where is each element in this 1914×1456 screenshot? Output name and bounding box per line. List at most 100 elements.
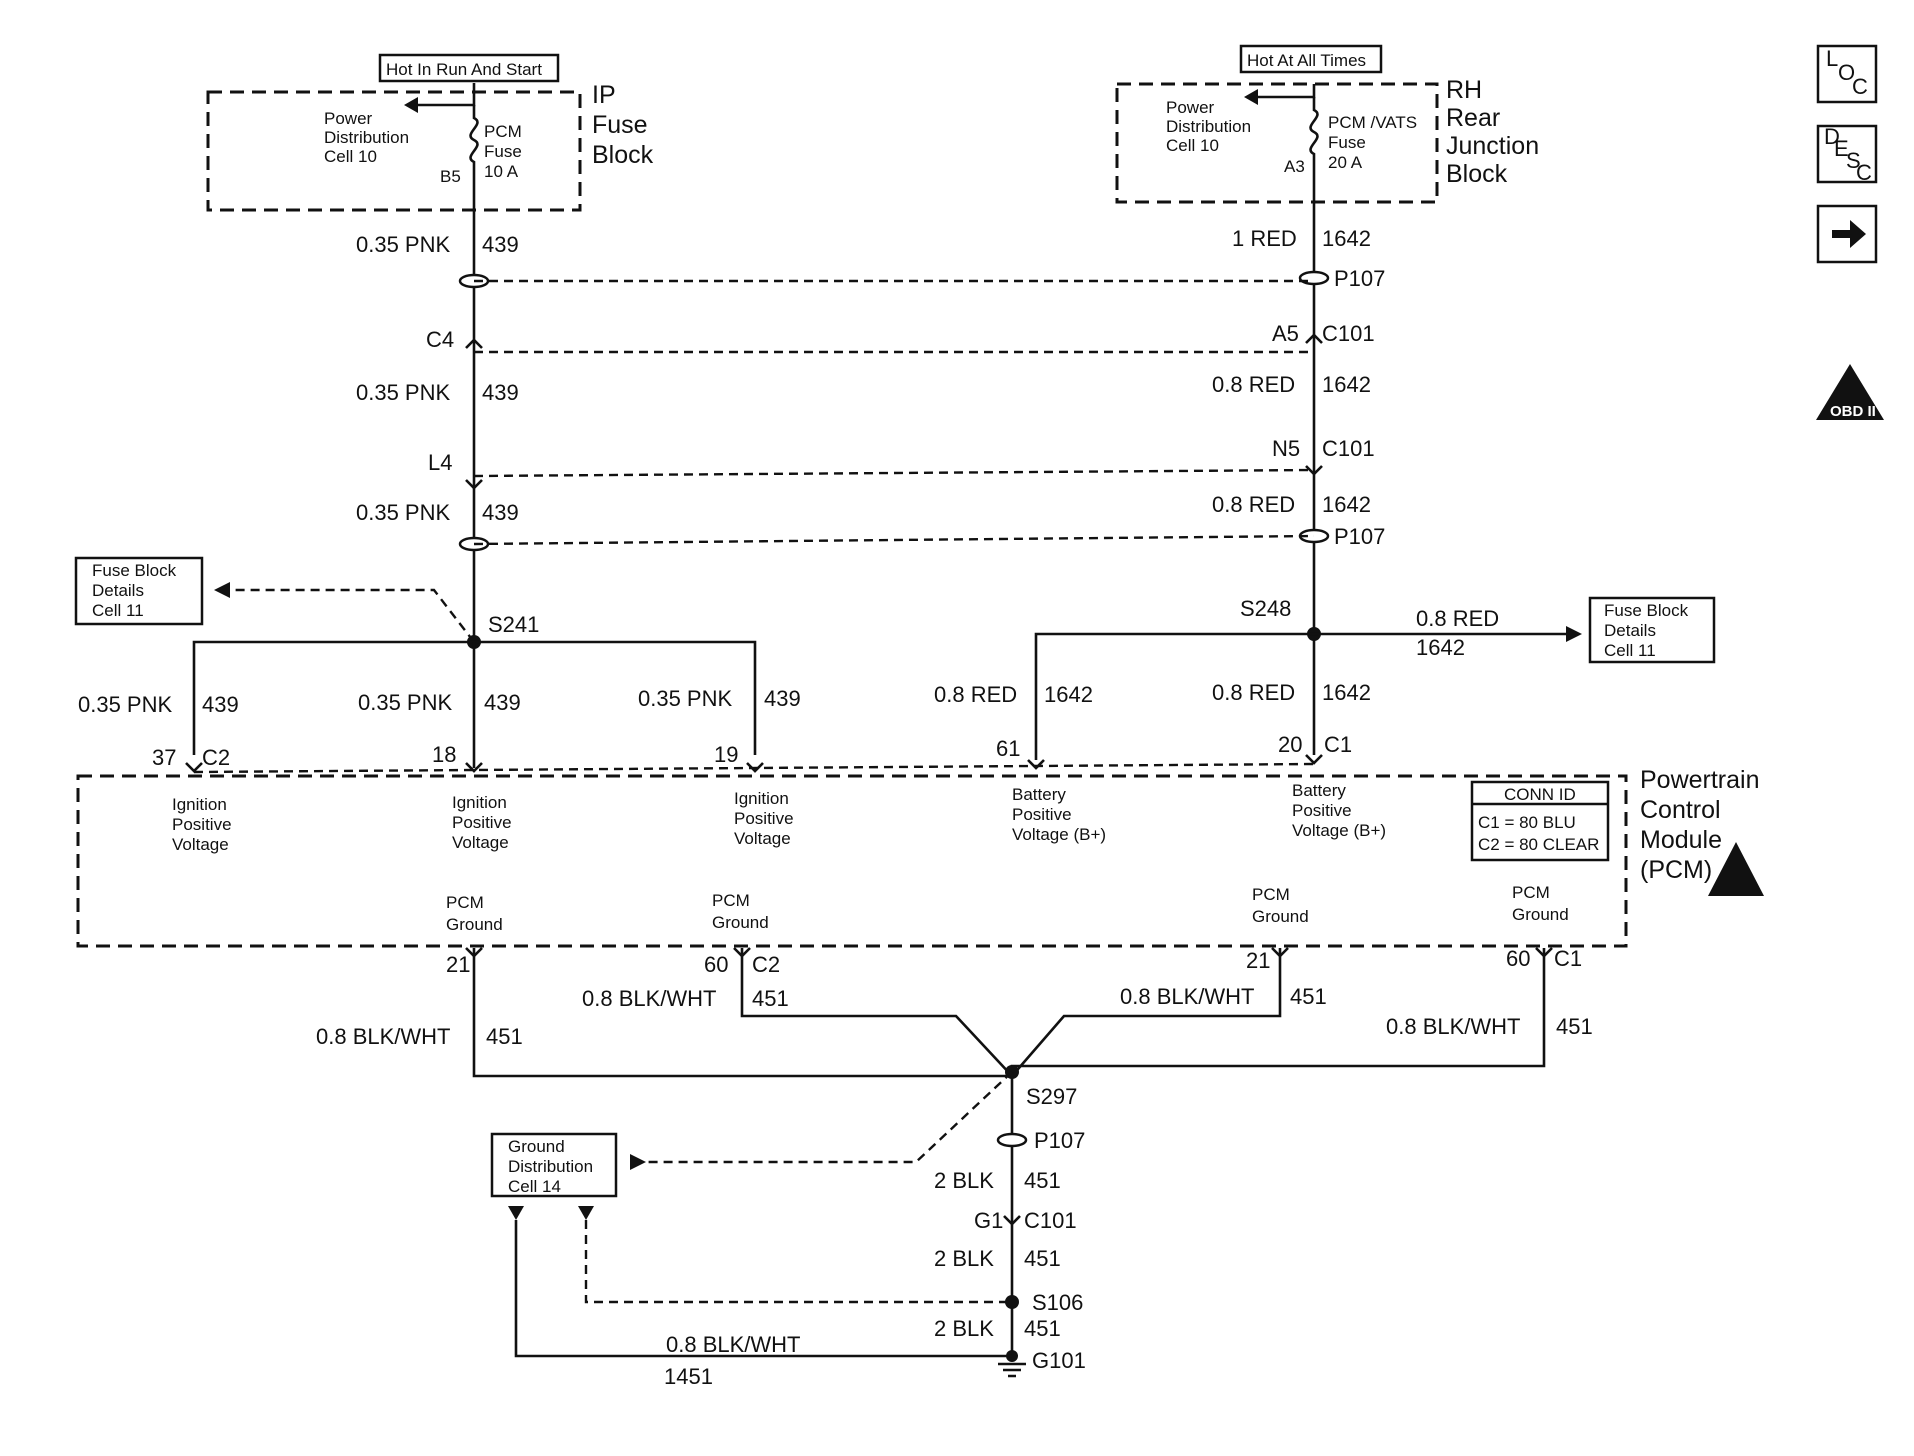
pin60-c1-symbol xyxy=(1535,947,1553,958)
gnd-seg1-size: 2 BLK xyxy=(934,1168,994,1193)
power-dist-left-3: Cell 10 xyxy=(324,147,377,166)
pcm-func-4-c: Voltage (B+) xyxy=(1012,825,1106,844)
wire-label-439-b-size: 0.35 PNK xyxy=(356,380,450,405)
ground-dist-down-arrow-2 xyxy=(578,1206,594,1220)
desc-letter-d: D xyxy=(1824,124,1840,149)
fuse-block-details-left-box[interactable] xyxy=(74,556,204,626)
fuse-details-left-3: Cell 11 xyxy=(92,601,144,620)
pin60-c2-symbol xyxy=(733,947,751,958)
pcm-func-5-a: Battery xyxy=(1292,781,1346,800)
arrow-right-icon xyxy=(1832,220,1866,248)
pcm-title-3: Module xyxy=(1640,826,1722,854)
right-ref-wire-size: 0.8 RED xyxy=(1416,606,1499,631)
esd-sensitive-icon xyxy=(1708,842,1764,896)
ip-fuse-block-outline xyxy=(206,90,582,212)
desc-letter-e: E xyxy=(1834,136,1849,161)
rh-block-title-1: RH xyxy=(1446,76,1482,104)
pcm-func-3-a: Ignition xyxy=(734,789,789,808)
pcm-vats-fuse-symbol xyxy=(1309,97,1319,165)
power-dist-right-1: Power xyxy=(1166,98,1215,117)
conn-c101-top-symbol xyxy=(1305,333,1323,344)
pcm-func-2-b: Positive xyxy=(452,813,512,832)
p107-right-top xyxy=(1298,270,1330,286)
fuse-details-right-2: Details xyxy=(1604,621,1656,640)
p107-ground-label: P107 xyxy=(1034,1128,1085,1153)
pcm-ground-4-b: Ground xyxy=(1512,905,1569,924)
fuse-details-right-arrow xyxy=(1566,626,1582,642)
obd-ii-icon xyxy=(1816,364,1884,420)
wire-label-1642-b-ckt: 1642 xyxy=(1322,372,1371,397)
gnd60-c1-ckt: 451 xyxy=(1556,1014,1593,1039)
branch19-size: 0.35 PNK xyxy=(638,686,732,711)
pcm-func-1-c: Voltage xyxy=(172,835,229,854)
ground-dist-arrow xyxy=(630,1154,646,1170)
branch61-ckt: 1642 xyxy=(1044,682,1093,707)
wire-label-439-c-size: 0.35 PNK xyxy=(356,500,450,525)
conn-c101-bottom: C101 xyxy=(1322,436,1375,461)
branch19-ckt: 439 xyxy=(764,686,801,711)
fuse-details-right-1: Fuse Block xyxy=(1604,601,1689,620)
pin-20: 20 xyxy=(1278,732,1302,757)
fuse-block-details-right-box[interactable] xyxy=(1588,596,1716,664)
pin18-symbol xyxy=(465,762,483,773)
branch37-size: 0.35 PNK xyxy=(78,692,172,717)
right-ref-wire-ckt: 1642 xyxy=(1416,635,1465,660)
conn-l4: L4 xyxy=(428,450,452,475)
pin-n5: N5 xyxy=(1272,436,1300,461)
branch61-size: 0.8 RED xyxy=(934,682,1017,707)
hot-in-run-label-box xyxy=(378,53,560,83)
ground-distribution-box[interactable] xyxy=(490,1132,618,1198)
pcm-vats-fuse-label-3: 20 A xyxy=(1328,153,1363,172)
s106-dash xyxy=(584,1220,1012,1304)
pcm-fuse-label-1: PCM xyxy=(484,122,522,141)
pcm-fuse-symbol xyxy=(469,105,479,175)
pin-b5: B5 xyxy=(440,167,461,186)
gnd60-c2-ckt: 451 xyxy=(752,986,789,1011)
fuse-details-left-1: Fuse Block xyxy=(92,561,177,580)
pcm-fuse-label-2: Fuse xyxy=(484,142,522,161)
ground-wire-21-left xyxy=(472,948,1012,1078)
right-feed-arrow xyxy=(1244,89,1258,105)
right-feed-wire xyxy=(1258,84,1316,99)
power-dist-left-1: Power xyxy=(324,109,373,128)
hot-at-all-times-label: Hot At All Times xyxy=(1247,51,1366,70)
wire-label-439-c-ckt: 439 xyxy=(482,500,519,525)
wire-label-439-a-ckt: 439 xyxy=(482,232,519,257)
pcm-ground-4-a: PCM xyxy=(1512,883,1550,902)
pcm-ground-1-b: Ground xyxy=(446,915,503,934)
gnd21-left-ckt: 451 xyxy=(486,1024,523,1049)
splice-s248-label: S248 xyxy=(1240,596,1291,621)
location-button[interactable] xyxy=(1816,44,1878,104)
gnd60-c1-size: 0.8 BLK/WHT xyxy=(1386,1014,1520,1039)
gnd21-right-ckt: 451 xyxy=(1290,984,1327,1009)
pcm-title-2: Control xyxy=(1640,796,1721,824)
pin-a3: A3 xyxy=(1284,157,1305,176)
pcm-func-4-b: Positive xyxy=(1012,805,1072,824)
ip-fuse-block-title-1: IP xyxy=(592,81,616,109)
pcm-ground-3-a: PCM xyxy=(1252,885,1290,904)
gnd-seg3-size: 2 BLK xyxy=(934,1316,994,1341)
ckt-1451-ckt: 1451 xyxy=(664,1364,713,1389)
splice-s297-label: S297 xyxy=(1026,1084,1077,1109)
gnd-seg2-size: 2 BLK xyxy=(934,1246,994,1271)
gnd-seg3-ckt: 451 xyxy=(1024,1316,1061,1341)
gnd21-right-size: 0.8 BLK/WHT xyxy=(1120,984,1254,1009)
pcm-func-3-b: Positive xyxy=(734,809,794,828)
ground-dist-down-arrow-1 xyxy=(508,1206,524,1220)
description-button[interactable] xyxy=(1816,124,1878,184)
branch18-size: 0.35 PNK xyxy=(358,690,452,715)
pcm-func-5-b: Positive xyxy=(1292,801,1352,820)
power-dist-right-2: Distribution xyxy=(1166,117,1251,136)
ground-wire-21-right xyxy=(1011,948,1282,1077)
gnd60-c2-size: 0.8 BLK/WHT xyxy=(582,986,716,1011)
pin21-left-symbol xyxy=(465,947,483,958)
splice-s106 xyxy=(1005,1295,1019,1309)
pin21-right-symbol xyxy=(1271,947,1289,958)
pin-61: 61 xyxy=(996,736,1020,761)
pin37-symbol xyxy=(185,762,203,773)
pin-g1: G1 xyxy=(974,1208,1003,1233)
ground-dist-1: Ground xyxy=(508,1137,565,1156)
p107-dash-bottom xyxy=(473,534,1315,546)
wire-label-1642-a-size: 1 RED xyxy=(1232,226,1297,251)
power-dist-right-3: Cell 10 xyxy=(1166,136,1219,155)
